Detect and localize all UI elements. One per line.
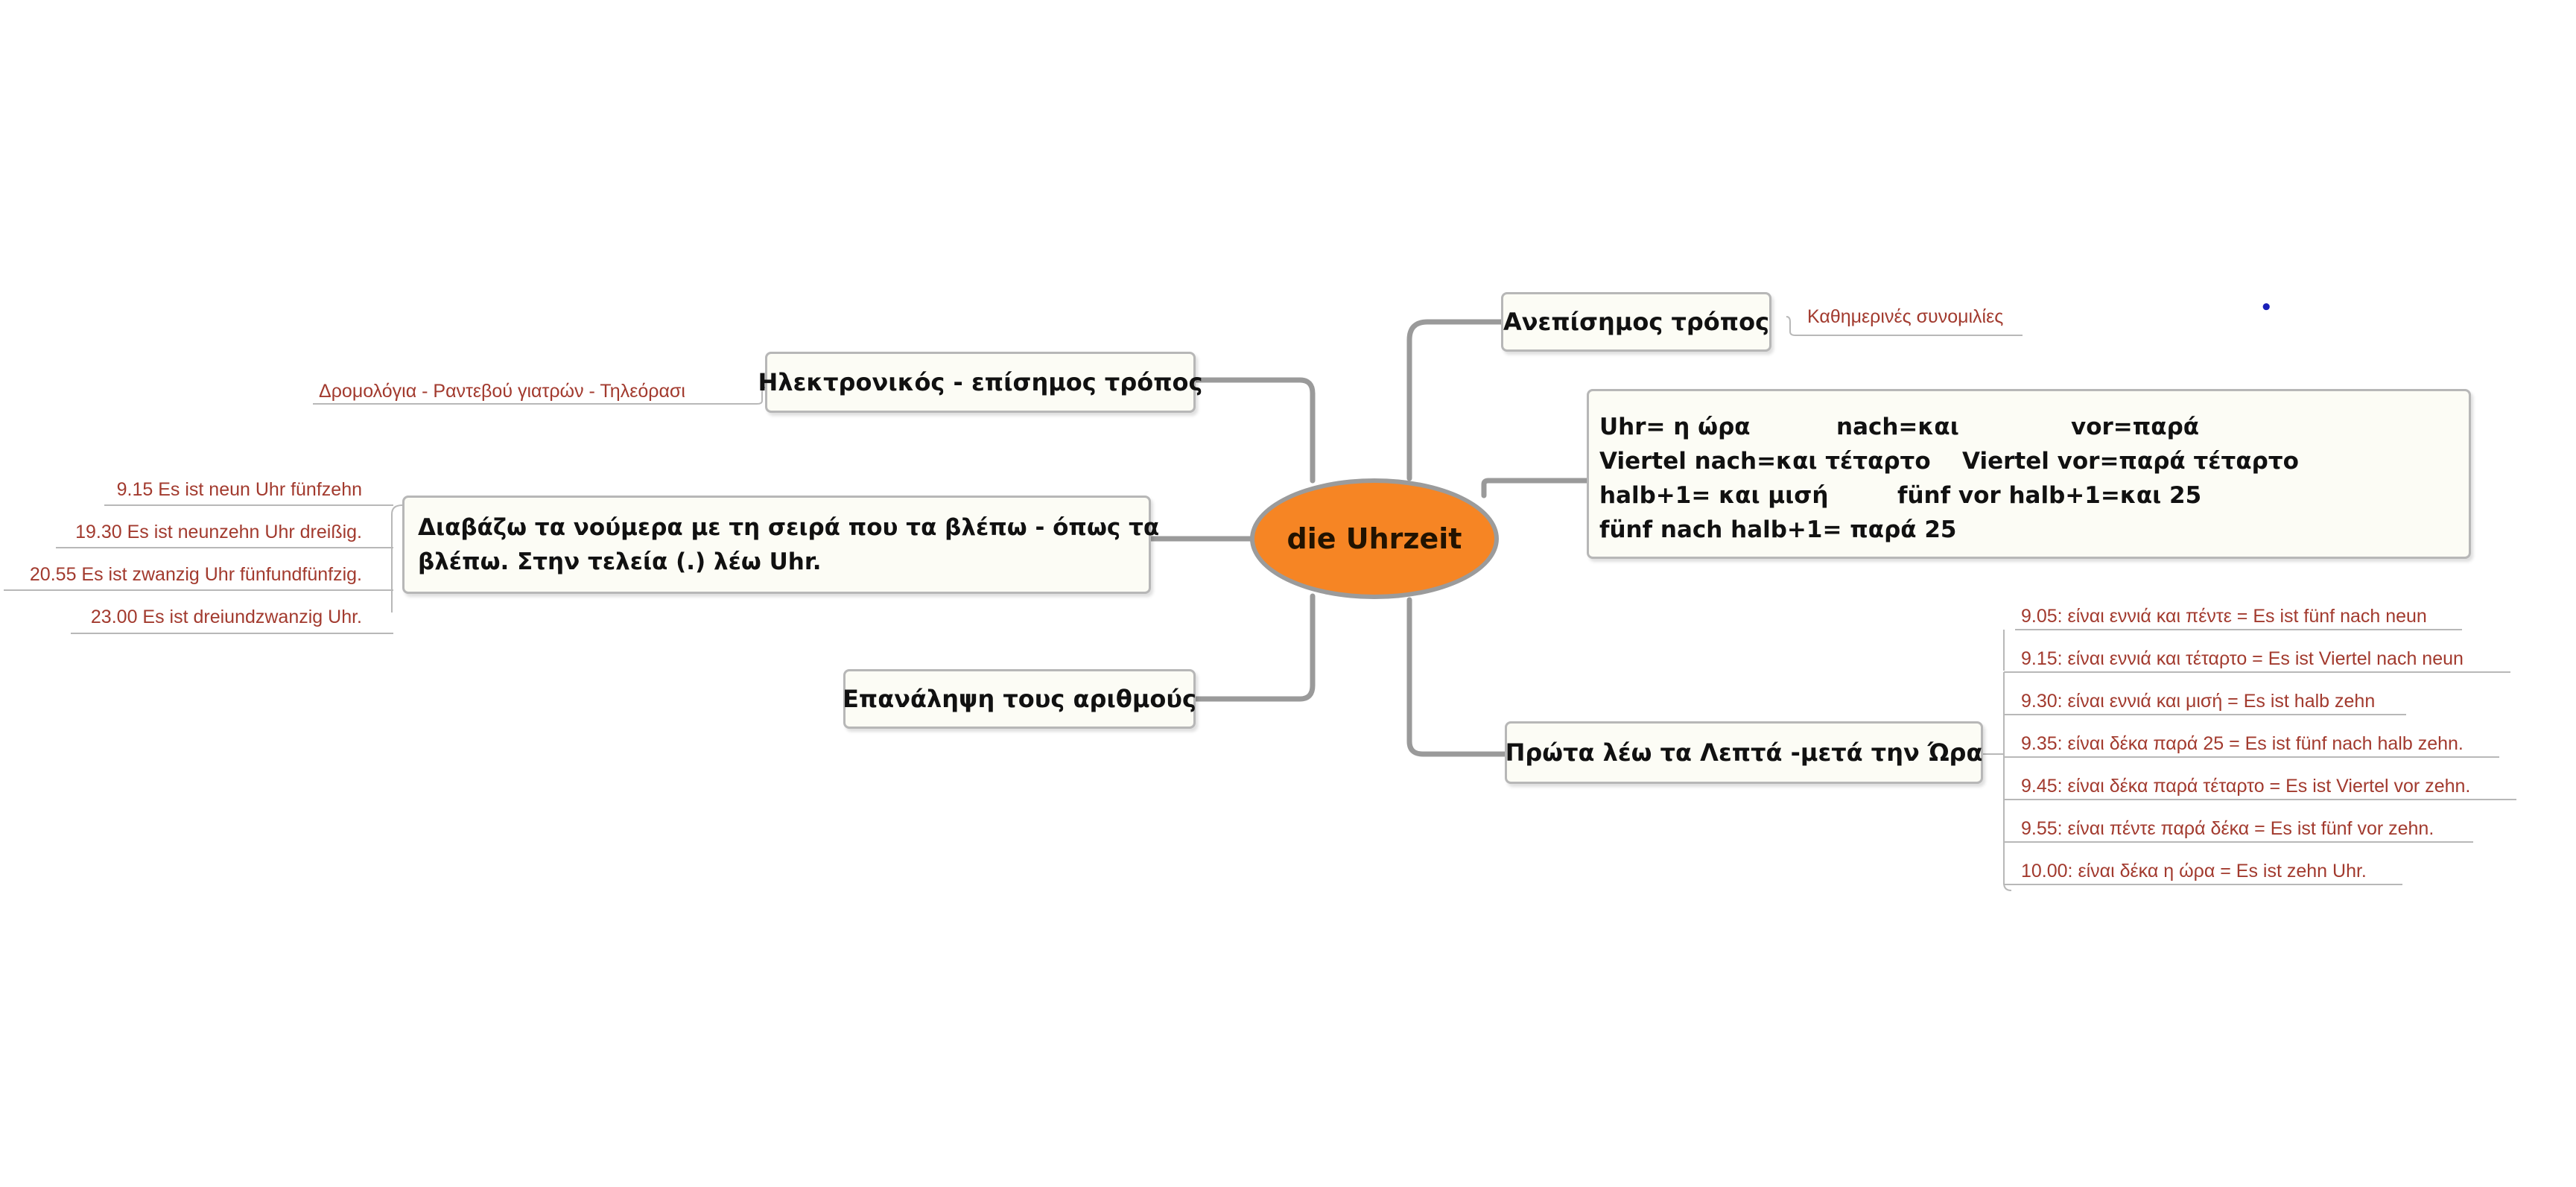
connector-formal	[1193, 377, 1316, 484]
formal-note[interactable]: Δρομολόγια - Ραντεβού γιατρών - Τηλεόρασ…	[319, 381, 685, 402]
vocab-viertel-nach: Viertel nach=και τέταρτο	[1599, 448, 1931, 475]
topic-repeat-numbers-label: Επανάληψη τους αριθμούς	[843, 685, 1196, 713]
connector-vocab	[1481, 478, 1590, 498]
vocab-halb: halb+1= και μισή	[1599, 482, 1829, 509]
topic-repeat-numbers[interactable]: Επανάληψη τους αριθμούς	[843, 669, 1196, 729]
example-0915-formal[interactable]: 9.15 Es ist neun Uhr fünfzehn	[116, 479, 362, 500]
informal-note[interactable]: Καθημερινές συνομιλίες	[1807, 306, 2004, 327]
central-topic[interactable]: die Uhrzeit	[1250, 478, 1499, 599]
example-2300-formal[interactable]: 23.00 Es ist dreiundzwanzig Uhr.	[90, 607, 362, 627]
topic-informal-label: Ανεπίσημος τρόπος	[1503, 308, 1770, 336]
vocab-uhr: Uhr= η ώρα	[1599, 414, 1751, 440]
read-numbers-line-1: Διαβάζω τα νούμερα με τη σειρά που τα βλ…	[418, 514, 1160, 541]
connector-repeat	[1193, 593, 1316, 702]
example-0935[interactable]: 9.35: είναι δέκα παρά 25 = Es ist fünf n…	[2021, 733, 2464, 754]
vocab-viertel-vor: Viertel vor=παρά τέταρτο	[1962, 448, 2299, 475]
connector-informal-note	[1786, 316, 2023, 336]
vocab-vor: vor=παρά	[2071, 414, 2200, 440]
topic-formal-label: Ηλεκτρονικός - επίσημος τρόπος	[758, 368, 1203, 396]
read-numbers-line-2: βλέπω. Στην τελεία (.) λέω Uhr.	[418, 548, 822, 575]
example-0905[interactable]: 9.05: είναι εννιά και πέντε = Es ist fün…	[2021, 606, 2427, 627]
example-0955[interactable]: 9.55: είναι πέντε παρά δέκα = Es ist fün…	[2021, 818, 2434, 839]
vocab-fuenf-vor-halb: fünf vor halb+1=και 25	[1897, 482, 2202, 509]
vocab-nach: nach=και	[1836, 414, 1959, 440]
example-1930-formal[interactable]: 19.30 Es ist neunzehn Uhr dreißig.	[75, 522, 362, 542]
connector-informal	[1406, 319, 1504, 481]
topic-informal[interactable]: Ανεπίσημος τρόπος	[1501, 292, 1771, 352]
topic-read-numbers[interactable]: Διαβάζω τα νούμερα με τη σειρά που τα βλ…	[402, 496, 1159, 594]
example-0945[interactable]: 9.45: είναι δέκα παρά τέταρτο = Es ist V…	[2021, 776, 2471, 797]
topic-formal[interactable]: Ηλεκτρονικός - επίσημος τρόπος	[758, 352, 1202, 413]
example-2055-formal[interactable]: 20.55 Es ist zwanzig Uhr fünfundfünfzig.	[29, 564, 362, 585]
example-0915[interactable]: 9.15: είναι εννιά και τέταρτο = Es ist V…	[2021, 648, 2464, 669]
connector-minutes-first	[1406, 597, 1508, 757]
topic-minutes-first[interactable]: Πρώτα λέω τα Λεπτά -μετά την Ώρα	[1505, 721, 1983, 784]
connector-formal-note	[313, 387, 766, 405]
topic-minutes-first-label: Πρώτα λέω τα Λεπτά -μετά την Ώρα	[1505, 738, 1983, 767]
example-1000[interactable]: 10.00: είναι δέκα η ώρα = Es ist zehn Uh…	[2021, 861, 2367, 881]
vocab-fuenf-nach-halb: fünf nach halb+1= παρά 25	[1599, 516, 1957, 543]
example-0930[interactable]: 9.30: είναι εννιά και μισή = Es ist halb…	[2021, 691, 2376, 712]
vocab-box[interactable]: Uhr= η ώρα nach=και vor=παρά Viertel nac…	[1587, 389, 2471, 559]
